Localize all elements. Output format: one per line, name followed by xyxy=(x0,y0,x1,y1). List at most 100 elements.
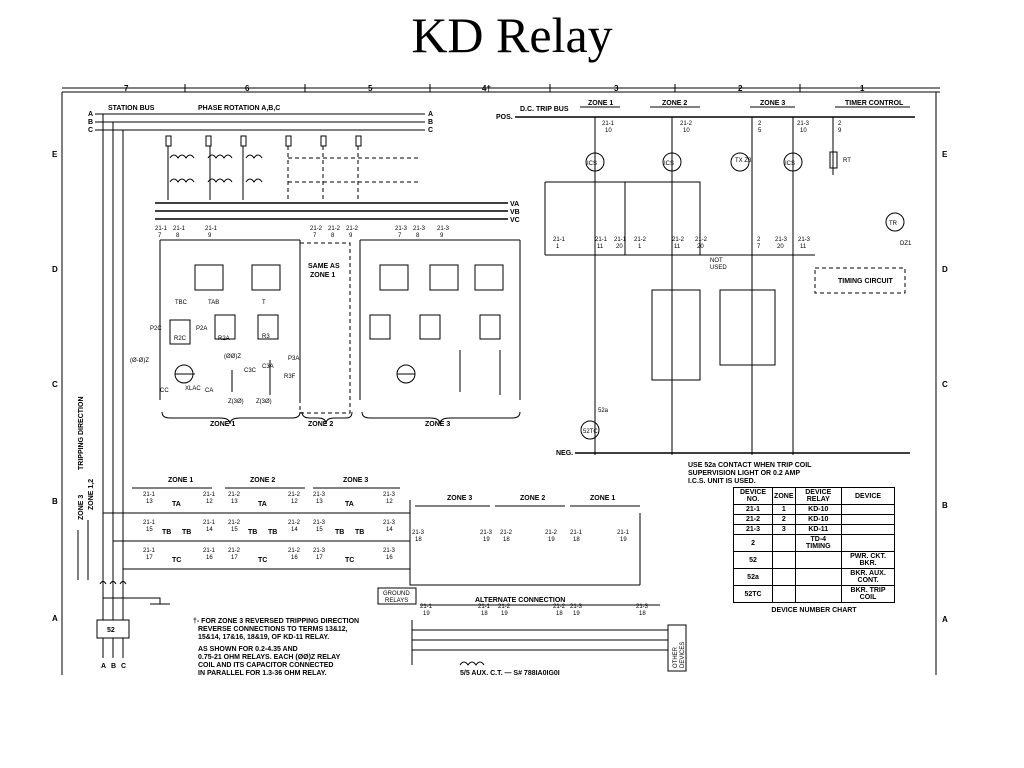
zone-2-box xyxy=(299,242,351,414)
svg-text:B: B xyxy=(88,119,93,126)
svg-text:21-1: 21-1 xyxy=(478,604,491,610)
col-label: 5 xyxy=(368,84,373,93)
svg-text:21-1: 21-1 xyxy=(570,530,583,536)
svg-text:21-2: 21-2 xyxy=(228,548,241,554)
svg-text:21-2: 21-2 xyxy=(288,548,301,554)
table-cell xyxy=(841,534,895,552)
svg-text:ZONE 1: ZONE 1 xyxy=(590,495,615,502)
svg-text:B: B xyxy=(428,119,433,126)
svg-text:2: 2 xyxy=(838,121,842,127)
ground-relays-box xyxy=(377,587,417,605)
svg-text:ICS: ICS xyxy=(785,161,795,167)
svg-text:TIMING CIRCUIT: TIMING CIRCUIT xyxy=(838,278,894,285)
svg-text:TC: TC xyxy=(345,557,354,564)
svg-text:ZONE 1: ZONE 1 xyxy=(168,477,193,484)
svg-text:2: 2 xyxy=(758,121,762,127)
col-label: 4† xyxy=(482,84,491,93)
svg-text:ZONE 1,2: ZONE 1,2 xyxy=(88,479,95,510)
svg-text:5: 5 xyxy=(758,128,762,134)
svg-text:21-2: 21-2 xyxy=(328,226,341,232)
svg-text:R3F: R3F xyxy=(284,374,296,380)
page-title: KD Relay xyxy=(411,7,613,63)
svg-text:15&14, 17&16, 18&19, OF KD-11: 15&14, 17&16, 18&19, OF KD-11 RELAY. xyxy=(198,634,329,641)
svg-text:14: 14 xyxy=(206,527,213,533)
svg-text:11: 11 xyxy=(597,244,604,250)
svg-text:21-3: 21-3 xyxy=(412,530,425,536)
svg-text:21-1: 21-1 xyxy=(602,121,615,127)
svg-text:18: 18 xyxy=(415,537,422,543)
svg-text:17: 17 xyxy=(316,555,323,561)
svg-text:18: 18 xyxy=(556,611,563,617)
pos-label: POS. xyxy=(496,114,513,121)
svg-text:18: 18 xyxy=(481,611,488,617)
table-cell xyxy=(772,568,796,586)
svg-text:21-3: 21-3 xyxy=(313,548,326,554)
col-label: 6 xyxy=(245,84,250,93)
svg-text:11: 11 xyxy=(674,244,681,250)
svg-text:TB: TB xyxy=(268,529,277,536)
col-label: 7 xyxy=(124,84,129,93)
svg-text:8: 8 xyxy=(176,233,180,239)
svg-text:TB: TB xyxy=(355,529,364,536)
table-cell: 2 xyxy=(732,534,774,552)
svg-text:7: 7 xyxy=(757,244,761,250)
svg-text:Z(3Ø): Z(3Ø) xyxy=(228,399,244,405)
svg-text:21-3: 21-3 xyxy=(636,604,649,610)
table-cell: 52TC xyxy=(732,585,774,603)
zone-1-relay: TBC TAB T P2C R2C P2A R2A R3 XLAC CC CA … xyxy=(130,239,301,405)
table-cell xyxy=(772,585,796,603)
svg-text:7: 7 xyxy=(398,233,402,239)
svg-text:ZONE 1: ZONE 1 xyxy=(310,272,335,279)
svg-text:13: 13 xyxy=(316,499,323,505)
svg-text:19: 19 xyxy=(573,611,580,617)
svg-text:TB: TB xyxy=(182,529,191,536)
row-label: B xyxy=(52,497,58,506)
svg-text:21-3: 21-3 xyxy=(798,237,811,243)
svg-text:TBC: TBC xyxy=(175,300,188,306)
svg-text:12: 12 xyxy=(206,499,213,505)
svg-text:C3C: C3C xyxy=(244,368,257,374)
row-label: C xyxy=(942,380,948,389)
table-cell xyxy=(841,504,895,515)
svg-text:21-1: 21-1 xyxy=(203,492,216,498)
neg-label: NEG. xyxy=(556,450,573,457)
svg-text:21-3: 21-3 xyxy=(383,520,396,526)
col-label: 1 xyxy=(860,84,865,93)
svg-text:AS SHOWN FOR 0.2-4.35 AND: AS SHOWN FOR 0.2-4.35 AND xyxy=(198,646,298,653)
svg-text:P2A: P2A xyxy=(196,326,207,332)
svg-text:21-1: 21-1 xyxy=(203,520,216,526)
table-cell: KD-11 xyxy=(794,524,843,535)
svg-text:19: 19 xyxy=(423,611,430,617)
station-bus-label: STATION BUS xyxy=(108,105,155,112)
svg-text:TX Z3: TX Z3 xyxy=(735,158,752,164)
device-table: DEVICE NO. ZONE DEVICE RELAY DEVICE 21-1… xyxy=(732,487,895,603)
svg-text:C: C xyxy=(428,127,433,134)
svg-text:(ØØ)Z: (ØØ)Z xyxy=(224,354,241,360)
row-label: E xyxy=(942,150,948,159)
timing-circuit-box xyxy=(814,267,906,294)
svg-text:P3A: P3A xyxy=(288,356,299,362)
col-device-no: DEVICE NO. xyxy=(732,487,774,505)
svg-text:TA: TA xyxy=(345,501,354,508)
svg-text:ZONE 3: ZONE 3 xyxy=(78,495,85,520)
table-cell: KD-10 xyxy=(794,514,843,525)
svg-text:21-1: 21-1 xyxy=(595,237,608,243)
table-cell xyxy=(794,551,843,569)
svg-text:DEVICES: DEVICES xyxy=(680,642,686,668)
svg-text:21-1: 21-1 xyxy=(617,530,630,536)
table-cell: 21-1 xyxy=(732,504,774,515)
svg-text:21-1: 21-1 xyxy=(203,548,216,554)
svg-text:NOT: NOT xyxy=(710,258,723,264)
table-cell: TD-4 TIMING xyxy=(794,534,843,552)
svg-text:SAME AS: SAME AS xyxy=(308,263,340,270)
svg-text:REVERSE CONNECTIONS TO TERMS 1: REVERSE CONNECTIONS TO TERMS 13&12, xyxy=(198,626,348,633)
svg-text:RT: RT xyxy=(843,158,851,164)
svg-text:21-1: 21-1 xyxy=(143,492,156,498)
svg-text:15: 15 xyxy=(231,527,238,533)
svg-text:TC: TC xyxy=(172,557,181,564)
